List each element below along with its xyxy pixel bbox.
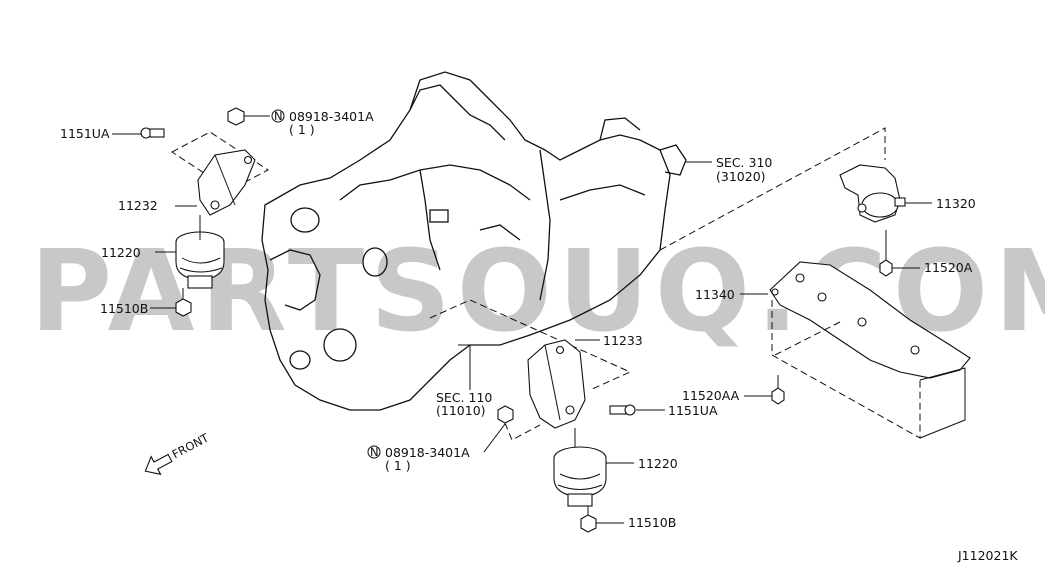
member-11340 [769,261,971,439]
label-bolt-left: 1151UA [60,126,110,141]
label-bracket-right: 11233 [603,333,643,348]
circle-n-mark-top [271,109,285,123]
nut-11510b-right [580,506,597,533]
nut-top [227,107,285,126]
front-arrow: FRONT [144,430,212,476]
circle-n-bottom: N [370,445,379,459]
nut-bottom [367,405,541,459]
sec110-leader [458,344,471,390]
engine-block [261,71,671,411]
bolt-1151ua-left [112,127,165,139]
label-member: 11340 [695,287,735,302]
bolt-11520aa [771,375,785,405]
circle-n-mark-bottom [367,445,381,459]
label-nut-top-qty: ( 1 ) [289,122,315,137]
label-nut-bottom-qty: ( 1 ) [385,458,411,473]
label-sec110-sub: (11010) [436,403,486,418]
bracket-11233 [429,299,632,429]
insulator-11220-left [175,215,225,289]
dashed-link-rear [659,127,886,251]
label-bolt-member: 11520AA [682,388,740,403]
nut-11510b-left [175,288,192,317]
mount-11320 [839,164,906,223]
insulator-11220-right [553,428,607,507]
bracket-11232 [171,131,269,216]
label-mount-rear: 11320 [936,196,976,211]
label-sec310-sub: (31020) [716,169,766,184]
label-nut-bottom-code: 08918-3401A [385,445,470,460]
diagram-code: J112021K [957,548,1018,563]
bolt-1151ua-right [609,404,665,416]
label-insulator-right: 11220 [638,456,678,471]
label-bolt-right: 1151UA [668,403,718,418]
bolt-11520a [879,230,893,277]
label-sec310: SEC. 310 [716,155,772,170]
sec310-connector [659,144,687,176]
label-nut-right: 11510B [628,515,676,530]
label-nut-top-code: 08918-3401A [289,109,374,124]
label-bracket-left: 11232 [118,198,158,213]
front-label: FRONT [170,430,212,461]
label-insulator-left: 11220 [101,245,141,260]
label-sec110: SEC. 110 [436,390,492,405]
label-nut-left: 11510B [100,301,148,316]
circle-n-top: N [274,109,283,123]
label-bolt-rear: 11520A [924,260,973,275]
